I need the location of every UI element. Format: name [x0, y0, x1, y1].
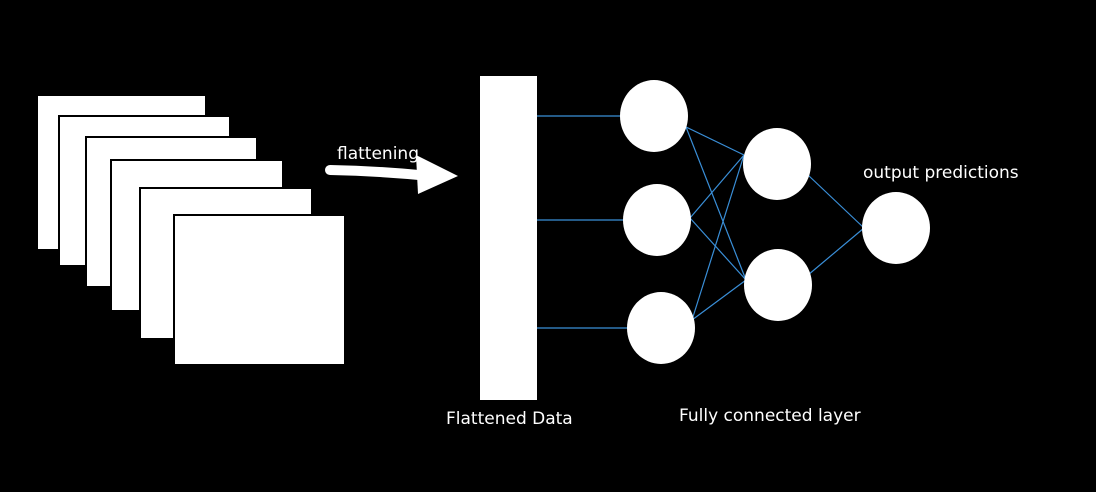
neuron-input-3 [627, 292, 695, 364]
neuron-hidden-2 [744, 249, 812, 321]
neuron-hidden-1 [743, 128, 811, 200]
neuron-input-2 [623, 184, 691, 256]
neuron-output [862, 192, 930, 264]
arrow-shaft [325, 165, 435, 181]
connection-n3-h1 [691, 154, 745, 321]
connection-n3-h2 [691, 279, 747, 321]
feature-map-stack [36, 94, 346, 366]
fully-connected-layer-label: Fully connected layer [679, 406, 861, 426]
connection-n2-h1 [689, 154, 745, 219]
connection-n1-h1 [685, 126, 745, 156]
connections [537, 115, 865, 329]
neuron-input-1 [620, 80, 688, 152]
connection-n2-h2 [689, 217, 747, 281]
flattened-data-bar [480, 76, 537, 400]
arrow-head-icon [416, 155, 458, 194]
connection-h2-out [807, 227, 865, 276]
connection-h1-out [807, 174, 865, 229]
flattened-data-label: Flattened Data [446, 409, 573, 429]
feature-map-6 [173, 214, 346, 366]
flattening-label: flattening [337, 144, 419, 164]
connection-n1-h2 [685, 126, 747, 281]
output-predictions-label: output predictions [863, 163, 1019, 183]
neurons [620, 80, 930, 364]
flattening-arrow [325, 155, 458, 194]
